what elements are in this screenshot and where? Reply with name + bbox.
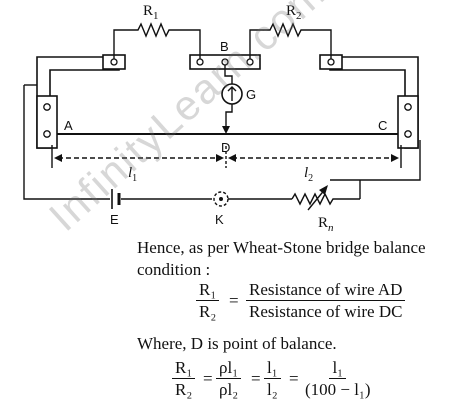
eq2-term2: ρl₁ ρl₂ (216, 358, 242, 399)
left-terminal-hole-top (43, 103, 51, 111)
eq2-term3-num: l₁ (264, 358, 281, 379)
eq1-lhs-fraction: R₁ R₂ (196, 280, 220, 321)
eq1-rhs-den: Resistance of wire DC (249, 302, 403, 321)
label-a: A (64, 118, 73, 133)
label-l2: l2 (304, 165, 313, 184)
eq2-term1-den: R₂ (175, 380, 193, 399)
eq1-equals: = (229, 291, 239, 310)
label-r1: R1 (143, 3, 159, 22)
eq2-equals-3: = (289, 369, 299, 388)
left-top-hole (110, 58, 118, 66)
galvanometer-wire (224, 65, 233, 84)
right-top-hole (327, 58, 335, 66)
middle-hole-3 (246, 58, 254, 66)
l1-arrowhead-right (216, 154, 224, 162)
intro-line-1: Hence, as per Wheat-Stone bridge balance (137, 238, 426, 257)
eq2-term1: R₁ R₂ (172, 358, 196, 399)
label-d: D (221, 140, 230, 155)
eq2-term4-num: l₁ (329, 358, 347, 379)
rheostat-arrowhead (319, 185, 328, 195)
left-terminal-hole-bottom (43, 130, 51, 138)
eq2-term3-den: l₂ (267, 380, 278, 399)
left-terminal-block (36, 95, 58, 149)
label-r2: R2 (286, 3, 302, 22)
eq2-term2-den: ρl₂ (219, 380, 239, 399)
eq2-equals-2: = (251, 369, 261, 388)
l2-arrowhead-left (228, 154, 236, 162)
eq1-lhs-den: R₂ (199, 302, 217, 321)
eq1-lhs-num: R₁ (196, 280, 220, 301)
right-lower-wire (330, 140, 421, 181)
galvanometer-arrow-icon (227, 86, 237, 101)
r1-wire (113, 22, 201, 59)
label-l1: l1 (128, 165, 137, 184)
l1-arrowhead-left (54, 154, 62, 162)
eq1-rhs-num: Resistance of wire AD (246, 280, 406, 301)
right-terminal-hole-bottom (404, 130, 412, 138)
label-e: E (110, 212, 119, 227)
rheostat-zigzag (291, 192, 360, 206)
label-c: C (378, 118, 387, 133)
eq2-term1-num: R₁ (172, 358, 196, 379)
label-g: G (246, 87, 256, 102)
label-k: K (215, 212, 224, 227)
eq2-term4: l₁ (100 − l₁) (302, 358, 374, 399)
key-plug-icon (219, 197, 223, 201)
eq2-equals-1: = (203, 369, 213, 388)
eq1-rhs-fraction: Resistance of wire AD Resistance of wire… (246, 280, 406, 321)
l2-arrowhead-right (391, 154, 399, 162)
eq2-term4-den: (100 − l₁) (305, 380, 371, 399)
lower-left-wire (23, 85, 110, 200)
where-line: Where, D is point of balance. (137, 334, 337, 353)
jockey-arrow-icon (222, 126, 230, 134)
intro-line-2: condition : (137, 260, 211, 279)
jockey-wire (225, 104, 233, 132)
right-terminal-block (397, 95, 419, 149)
eq2-term3: l₁ l₂ (264, 358, 281, 399)
middle-hole-1 (196, 58, 204, 66)
label-b: B (220, 39, 229, 54)
middle-hole-2 (221, 58, 229, 66)
eq2-term2-num: ρl₁ (216, 358, 242, 379)
r2-wire (249, 22, 332, 59)
right-terminal-hole-top (404, 103, 412, 111)
label-rn: Rn (318, 215, 334, 234)
